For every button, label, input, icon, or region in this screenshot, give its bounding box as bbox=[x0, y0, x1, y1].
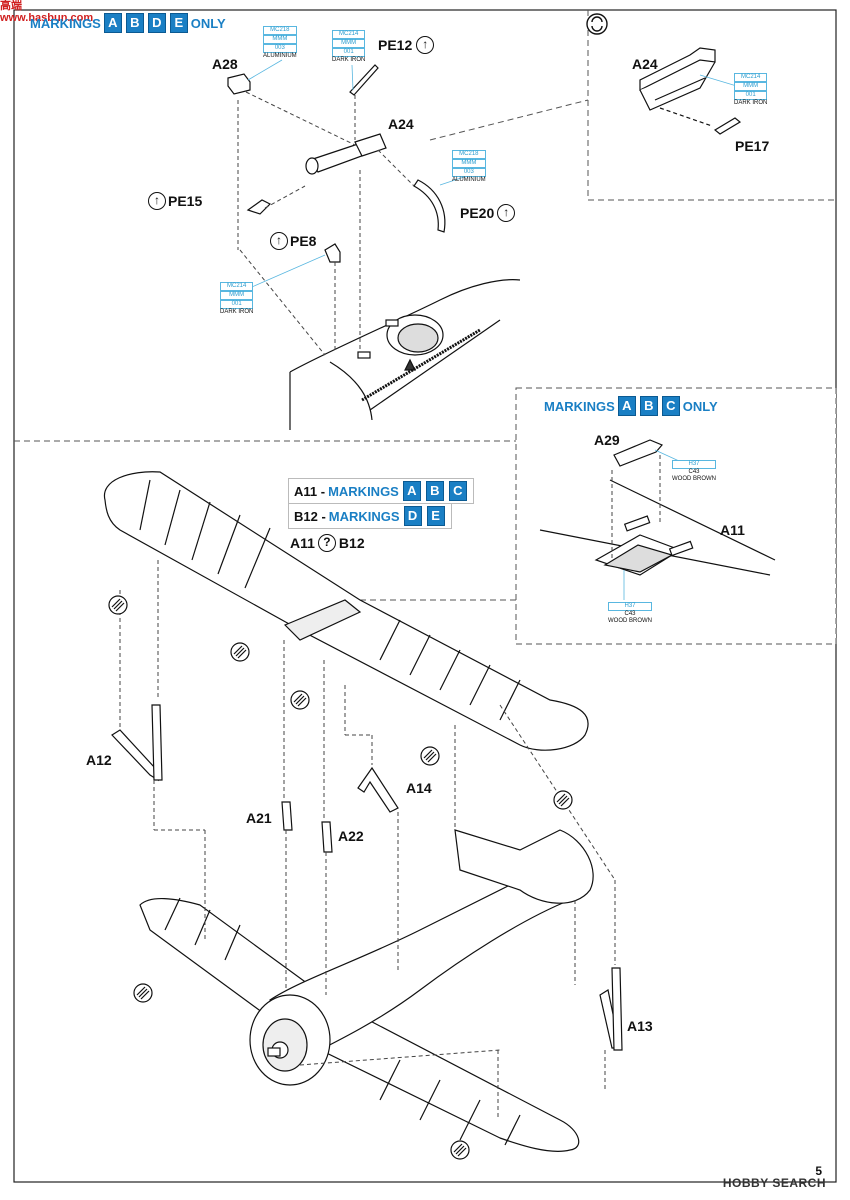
watermark-top-left: 高端 www.hasbun.com bbox=[0, 0, 94, 24]
part-label-a12: A12 bbox=[86, 752, 112, 768]
paint-callout-aluminium-pe20: MC218 MMM 003 ALUMINIUM bbox=[452, 150, 486, 183]
inset-top-right-border bbox=[587, 10, 836, 201]
marking-letter: C bbox=[448, 481, 467, 501]
option-choice-a11-b12: A11 ? B12 bbox=[290, 534, 365, 552]
inset-markings-abc-banner: MARKINGS A B C ONLY bbox=[544, 396, 718, 416]
marking-letter: E bbox=[426, 506, 445, 526]
option-b12-markings: B12 - MARKINGS D E bbox=[288, 503, 452, 529]
marking-letter: A bbox=[402, 481, 421, 501]
marking-letter: B bbox=[639, 396, 658, 416]
paint-callout-wood-brown-a11: H37 C43 WOOD BROWN bbox=[608, 602, 652, 624]
marking-letter: B bbox=[425, 481, 444, 501]
part-label-a13: A13 bbox=[627, 1018, 653, 1034]
part-label-a24: A24 bbox=[388, 116, 414, 132]
paint-callout-aluminium-a28: MC218 MMM 003 ALUMINIUM bbox=[263, 26, 297, 59]
page-number: 5 bbox=[815, 1164, 822, 1178]
marking-letter: D bbox=[147, 13, 166, 33]
glue-markers bbox=[108, 595, 573, 1160]
marking-letter: A bbox=[617, 396, 636, 416]
marking-letter: A bbox=[103, 13, 122, 33]
main-guide-lines bbox=[119, 560, 616, 1120]
part-label-a29: A29 bbox=[594, 432, 620, 448]
upper-wing-drawing bbox=[103, 471, 589, 751]
inset-abc-drawing bbox=[539, 439, 776, 576]
part-label-a14: A14 bbox=[406, 780, 432, 796]
part-label-pe8: ↑PE8 bbox=[270, 232, 316, 250]
marking-letter: B bbox=[125, 13, 144, 33]
question-icon: ? bbox=[317, 534, 336, 552]
part-label-pe15: ↑PE15 bbox=[148, 192, 202, 210]
top-fuselage-drawing bbox=[289, 279, 521, 430]
banner-suffix: ONLY bbox=[190, 15, 226, 31]
flip-icon bbox=[586, 13, 608, 35]
top-guide-lines bbox=[237, 91, 415, 356]
part-label-pe12: PE12↑ bbox=[378, 36, 436, 54]
paint-callout-dark-iron-pe8: MC214 MMM 001 DARK IRON bbox=[220, 282, 254, 315]
marking-letter: E bbox=[169, 13, 188, 33]
lower-fuselage-drawing bbox=[111, 704, 623, 1152]
up-arrow-icon: ↑ bbox=[148, 192, 166, 210]
part-label-a24-inset: A24 bbox=[632, 56, 658, 72]
option-a11-markings: A11 - MARKINGS A B C bbox=[288, 478, 474, 504]
marking-letter: C bbox=[661, 396, 680, 416]
part-label-a28: A28 bbox=[212, 56, 238, 72]
inset-a24-drawing bbox=[639, 47, 742, 135]
part-label-a11-inset: A11 bbox=[720, 522, 745, 538]
paint-callout-dark-iron-pe12: MC214 MMM 001 DARK IRON bbox=[332, 30, 366, 63]
part-label-a22: A22 bbox=[338, 828, 364, 844]
top-parts-drawing bbox=[227, 64, 446, 263]
part-label-pe20: PE20↑ bbox=[460, 204, 517, 222]
part-label-a21: A21 bbox=[246, 810, 272, 826]
banner-prefix: MARKINGS bbox=[30, 15, 101, 31]
top-markings-banner: MARKINGS A B D E ONLY bbox=[30, 13, 226, 33]
watermark-bottom-right: HOBBY SEARCH bbox=[722, 1176, 826, 1190]
up-arrow-icon: ↑ bbox=[497, 204, 516, 222]
part-label-pe17: PE17 bbox=[735, 138, 770, 154]
up-arrow-icon: ↑ bbox=[270, 232, 288, 250]
paint-callout-wood-brown-a29: H37 C43 WOOD BROWN bbox=[672, 460, 716, 482]
paint-callout-dark-iron-inset: MC214 MMM 001 DARK IRON bbox=[734, 73, 768, 106]
marking-letter: D bbox=[403, 506, 422, 526]
inset-markings-abc-border bbox=[515, 387, 837, 645]
up-arrow-icon: ↑ bbox=[416, 36, 435, 54]
